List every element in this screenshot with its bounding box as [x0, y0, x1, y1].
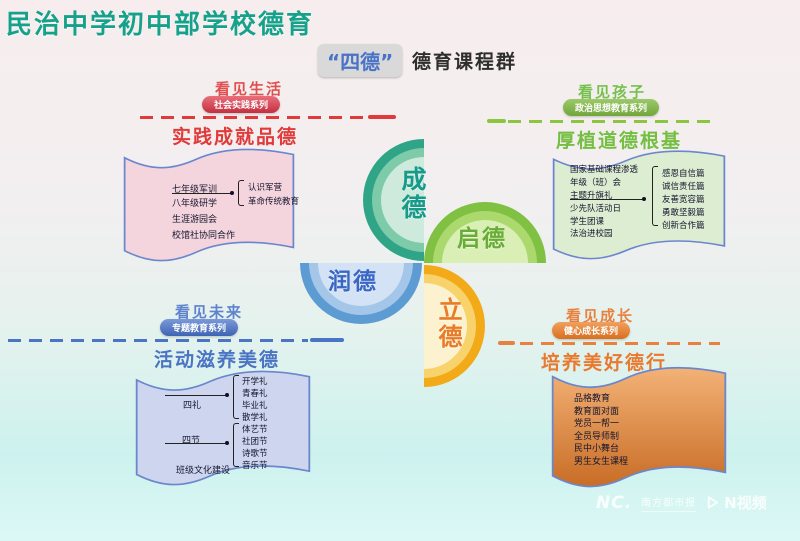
- bracket-item: 散学礼: [242, 413, 268, 423]
- bracket-item: 革命传统教育: [248, 197, 300, 207]
- scroll-shape-br: [551, 367, 727, 488]
- watermark: NC. 南方都市报 N视频: [596, 492, 788, 513]
- scroll-item: 男生女生课程: [574, 457, 629, 467]
- scroll-shape-tr: [552, 150, 726, 260]
- bracket-item: 感恩自信篇: [662, 169, 705, 179]
- quadrant-br-heading: 培养美好德行: [541, 352, 668, 374]
- bracket-item: 体艺节: [242, 425, 268, 435]
- scroll-item: 七年级军训: [172, 185, 218, 195]
- connector-line: [172, 193, 232, 194]
- dashed-divider-tl: [140, 116, 366, 119]
- video-brand-label: N视频: [724, 494, 767, 512]
- connector-dot: [225, 441, 229, 445]
- connector-line: [570, 199, 644, 200]
- quadrant-tl-eyebrow: 看见生活: [215, 80, 284, 98]
- quadrant-bl-eyebrow: 看见未来: [175, 303, 244, 321]
- nc-logo: NC.: [596, 492, 633, 513]
- quadrant-tl-series-badge: 社会实践系列: [202, 96, 281, 113]
- scroll-item: 党员一帮一: [574, 419, 620, 429]
- bracket-item: 诗歌节: [242, 449, 268, 459]
- petal-label-chengde: 成德: [398, 166, 427, 222]
- bracket-item: 开学礼: [242, 377, 268, 387]
- bracket: [233, 375, 239, 419]
- bracket-item: 青春礼: [242, 389, 268, 399]
- scroll-item: 校馆社协同合作: [172, 231, 236, 241]
- scroll-item: 教育面对面: [574, 407, 620, 417]
- topic-subtitle: 德育课程群: [412, 51, 518, 73]
- scroll-item: 少先队活动日: [570, 204, 622, 214]
- dashed-divider-bl: [8, 339, 308, 342]
- scroll-item: 品格教育: [574, 394, 611, 404]
- page-title: 民治中学初中部学校德育: [6, 10, 315, 40]
- scroll-shape-tl: [123, 148, 295, 262]
- divider-end-br: [498, 341, 515, 345]
- scroll-item: 法治进校园: [570, 229, 613, 239]
- bracket-item: 诚信责任篇: [662, 182, 705, 192]
- scroll-footer: 班级文化建设: [176, 466, 231, 476]
- bracket-item: 社团节: [242, 437, 268, 447]
- quadrant-tl-heading: 实践成就品德: [172, 126, 299, 148]
- quadrant-tr-heading: 厚植道德根基: [556, 130, 683, 152]
- bracket-item: 音乐节: [242, 461, 268, 471]
- scroll-item: 国家基础课程渗透: [570, 165, 639, 175]
- bracket: [238, 180, 244, 206]
- scroll-shape-bl: [135, 370, 311, 486]
- scroll-item: 生涯游园会: [172, 215, 218, 225]
- connector-line: [165, 443, 225, 444]
- bracket-item: 毕业礼: [242, 401, 268, 411]
- video-brand: N视频: [705, 492, 767, 513]
- divider-end-tr: [487, 119, 506, 123]
- quadrant-tr-series-badge: 政治思想教育系列: [563, 99, 660, 116]
- scroll-item: 学生团课: [570, 217, 605, 227]
- petal-label-runde: 润德: [328, 269, 378, 295]
- dashed-divider-tr: [508, 120, 713, 123]
- scroll-item: 民中小舞台: [574, 444, 620, 454]
- bracket-item: 勇敢坚毅篇: [662, 208, 705, 218]
- connector-dot: [230, 191, 234, 195]
- connector-line: [165, 395, 225, 396]
- scroll-item: 年级（班）会: [570, 178, 622, 188]
- quadrant-br-eyebrow: 看见成长: [566, 307, 635, 325]
- petal-label-lide: 立德: [434, 297, 462, 351]
- group-label: 四礼: [183, 401, 202, 411]
- four-virtues-badge: “四德”: [318, 44, 403, 77]
- connector-dot: [225, 393, 229, 397]
- play-icon: [707, 496, 719, 509]
- bracket: [233, 423, 239, 467]
- scroll-item: 八年级研学: [172, 199, 218, 209]
- dashed-divider-br: [520, 342, 720, 345]
- pinwheel-diagram: [300, 139, 546, 387]
- connector-dot: [642, 197, 646, 201]
- scroll-item: 全员导师制: [574, 432, 620, 442]
- bracket-item: 创新合作篇: [662, 221, 705, 231]
- brand-name: 南方都市报: [641, 494, 697, 512]
- divider-end-tl: [368, 115, 396, 119]
- bracket: [652, 166, 658, 226]
- divider-end-bl: [310, 338, 344, 342]
- scroll-item: 主题升旗礼: [570, 191, 613, 201]
- quadrant-bl-heading: 活动滋养美德: [154, 349, 281, 371]
- quadrant-tr-eyebrow: 看见孩子: [578, 83, 647, 101]
- group-label: 四节: [182, 436, 201, 446]
- bracket-item: 友善宽容篇: [662, 195, 705, 205]
- petal-label-qide: 启德: [457, 226, 507, 252]
- quadrant-br-series-badge: 健心成长系列: [552, 322, 631, 339]
- bracket-item: 认识军营: [248, 183, 283, 193]
- quadrant-bl-series-badge: 专题教育系列: [160, 319, 239, 336]
